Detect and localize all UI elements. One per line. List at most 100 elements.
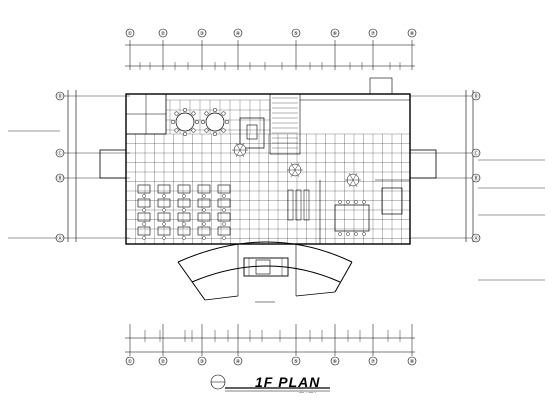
canopy-edge [334,261,353,293]
desk-chair [222,194,226,198]
left-wing [99,149,127,179]
canopy-edge [177,261,206,301]
grid-bubble-circle [471,91,481,101]
grid-bubble-circle [330,356,340,366]
plant-leaf [239,149,245,158]
desk-chair [162,222,166,226]
desk-chair [222,208,226,212]
desk [197,198,211,208]
canopy-inner-arc [191,265,341,283]
grid-bubble-circle [125,28,135,38]
desk-chair [162,208,166,212]
grid-bubble-bottom: ③ [197,356,207,366]
desk [197,184,211,194]
desk [177,212,191,222]
drawing-title: 1F PLAN [255,374,321,390]
display-stand [287,189,294,221]
grid-bubble-top: ② [158,28,168,38]
chair [204,111,209,116]
desk [217,184,231,194]
grid-bubble-circle [233,356,243,366]
chair [212,131,218,137]
grid-bubble-left: Ⓓ [55,91,65,101]
desk [137,184,151,194]
grid-bubble-left: Ⓐ [55,233,65,243]
grid-bubble-bottom: ⑤ [291,356,301,366]
desk [177,198,191,208]
grid-bubble-left: Ⓒ [55,148,65,158]
plant-leaf [294,162,300,171]
desk-chair [202,208,206,212]
canopy-front [204,295,239,301]
grid-bubble-label: Ⓓ [473,93,478,100]
desk-chair [162,236,166,240]
reception-desk [381,187,403,215]
desk-chair [182,194,186,198]
desk [177,184,191,194]
grid-bubble-label: ④ [236,359,241,365]
top-dimension-lines [125,40,415,70]
conference-chair [362,232,366,236]
plant-leaf [352,179,358,188]
grid-bubble-label: Ⓒ [473,150,478,157]
right-dimension-lines [410,90,545,281]
desk [217,226,231,236]
title-block [210,374,330,392]
grid-bubble-label: ④ [236,31,241,37]
building-outline [99,77,437,245]
furniture-layout [137,107,410,244]
grid-bubble-circle [407,28,417,38]
grid-bubble-label: ① [128,31,133,37]
desk [217,212,231,222]
grid-bubble-circle [368,356,378,366]
desk [177,226,191,236]
desk [157,184,171,194]
plant-leaf [290,162,296,171]
grid-bubble-label: ③ [200,359,204,365]
drawing-subtitle: — · — · [299,390,317,396]
grid-bubble-circle [407,356,417,366]
grid-bubble-circle [55,233,65,243]
desk-chair [142,208,146,212]
desk-chair [142,236,146,240]
grid-bubble-top: ⑧ [407,28,417,38]
plant-leaf [239,142,245,151]
grid-bubble-label: Ⓑ [57,175,62,182]
grid-bubble-top: ① [125,28,135,38]
grid-bubble-circle [291,28,301,38]
grid-bubble-label: ② [161,359,166,365]
grid-bubble-label: ⑥ [333,359,338,365]
grid-bubble-circle [197,28,207,38]
chair [174,128,179,133]
conference-chair [354,200,358,204]
plant-leaf [294,169,300,178]
coffee-table [246,124,258,140]
grid-bubble-circle [55,91,65,101]
grid-bubble-circle [330,28,340,38]
desk [157,212,171,222]
grid-bubble-label: ⑦ [371,31,376,37]
plant-leaf [348,172,354,181]
chair [182,131,188,137]
grid-bubble-circle [158,28,168,38]
grid-bubble-circle [158,356,168,366]
chair [204,128,209,133]
chair [174,111,179,116]
display-stand [295,189,302,221]
conference-chair [346,232,350,236]
grid-bubble-circle [197,356,207,366]
desk [157,226,171,236]
conference-chair [338,232,342,236]
rear-stair [369,77,393,95]
grid-bubble-top: ⑤ [291,28,301,38]
display-stand [303,189,310,221]
grid-bubble-circle [55,173,65,183]
desk-chair [182,236,186,240]
desk-chair [202,236,206,240]
grid-bubble-label: ⑤ [294,31,298,37]
plant-leaf [352,172,358,181]
desk-chair [142,222,146,226]
